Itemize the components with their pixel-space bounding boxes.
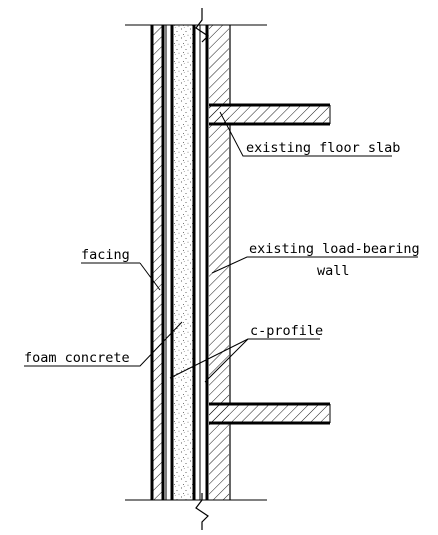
floor-slab-lower [209,402,331,425]
label-c-profile: c-profile [250,323,323,339]
foam-concrete-layer [173,25,193,500]
label-wall: wall [317,263,350,279]
label-floor-slab: existing floor slab [246,140,400,156]
label-facing: facing [81,247,130,263]
leader-lines [24,111,418,383]
load-bearing-wall [205,25,231,500]
facing-layer [150,25,165,500]
c-profile-lines [165,25,201,500]
extent-lines [125,24,267,501]
floor-slab-upper [209,103,331,126]
label-load-bearing-wall: existing load-bearing [249,241,420,257]
break-symbols [195,8,209,530]
label-foam-concrete: foam concrete [24,350,130,366]
